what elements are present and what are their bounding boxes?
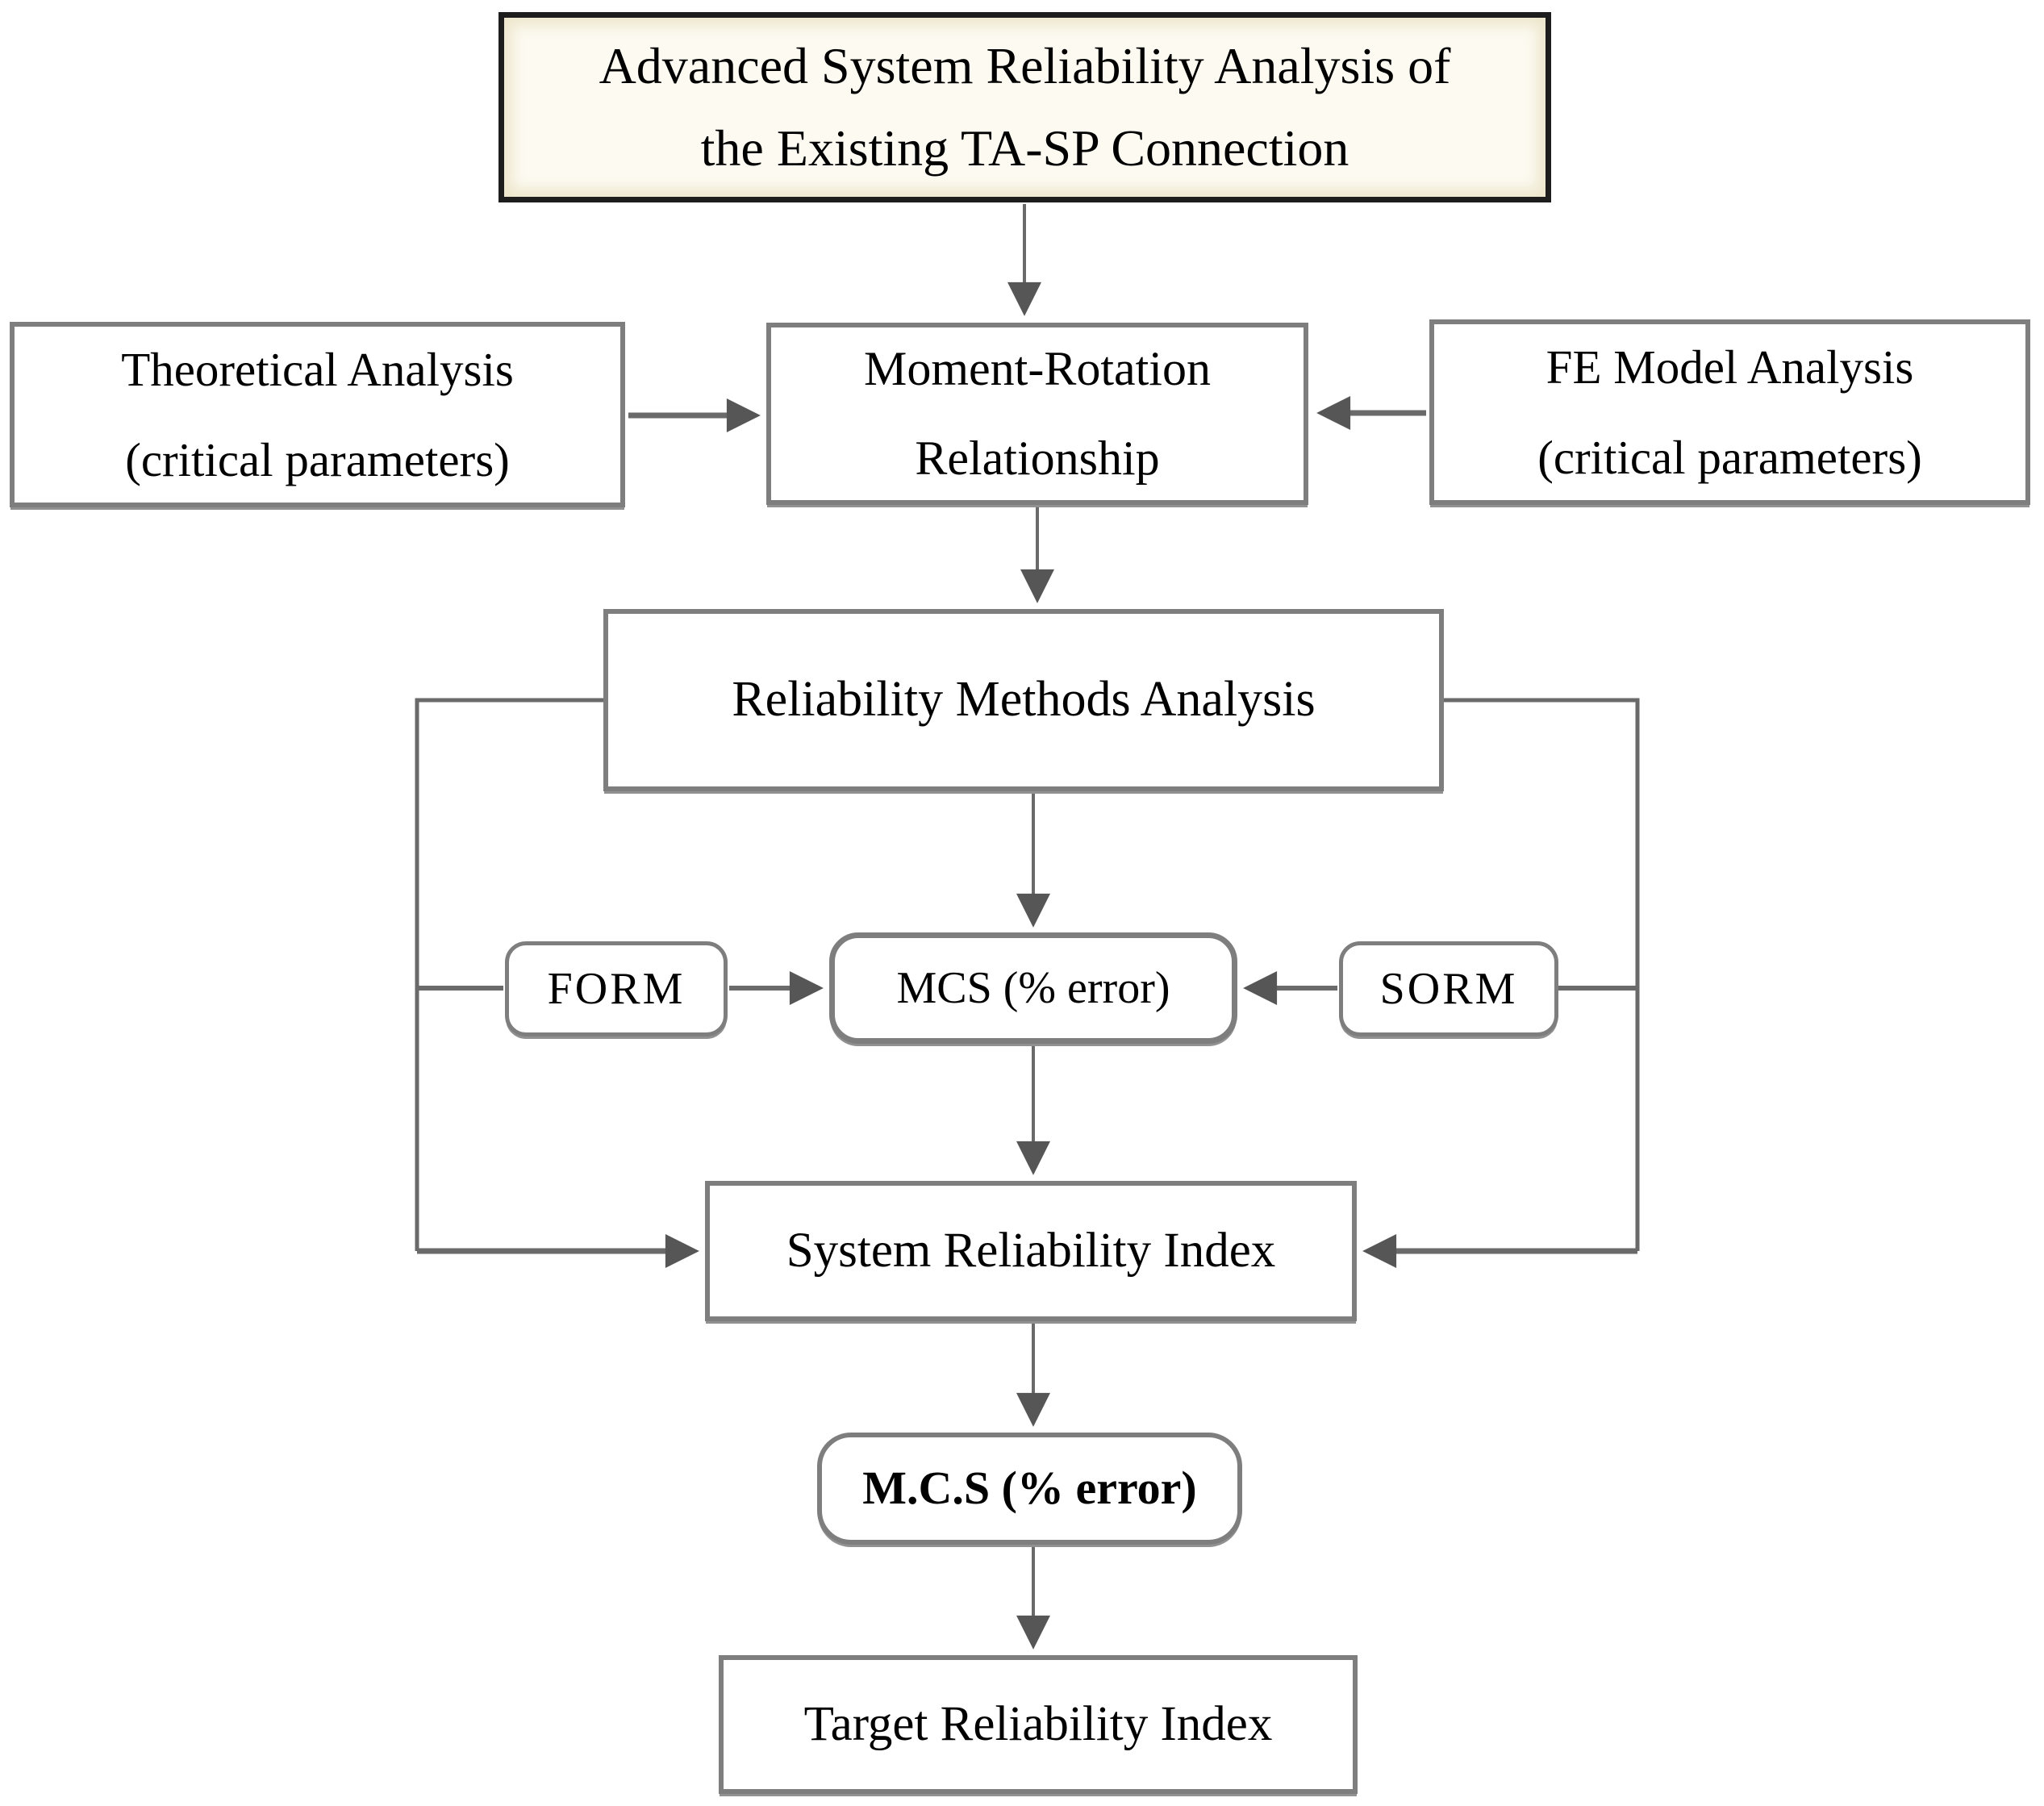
node-moment-rotation-line1: Moment-Rotation: [864, 342, 1211, 395]
node-theoretical-analysis-line2: (critical parameters): [125, 433, 510, 486]
node-target-reliability-index: Target Reliability Index: [719, 1655, 1358, 1794]
node-mcs-bold-percent-error: M.C.S (% error): [817, 1433, 1242, 1545]
node-system-reliability-index: System Reliability Index: [705, 1181, 1357, 1321]
node-moment-rotation: Moment-Rotation Relationship: [766, 323, 1308, 505]
node-fe-model-analysis: FE Model Analysis (critical parameters): [1429, 319, 2030, 505]
connector-left-branch: [415, 698, 605, 1251]
node-theoretical-analysis-line1: Theoretical Analysis: [121, 342, 514, 396]
node-reliability-methods-analysis-label: Reliability Methods Analysis: [732, 672, 1316, 728]
node-theoretical-analysis: Theoretical Analysis (critical parameter…: [10, 322, 625, 507]
node-sorm: SORM: [1339, 941, 1558, 1036]
node-form-label: FORM: [547, 964, 686, 1014]
node-title-line1: Advanced System Reliability Analysis of: [599, 36, 1451, 94]
connector-right-branch: [1442, 698, 1640, 1251]
node-fe-model-analysis-line2: (critical parameters): [1537, 431, 1922, 484]
node-target-reliability-index-label: Target Reliability Index: [803, 1696, 1273, 1751]
node-sorm-label: SORM: [1379, 964, 1518, 1014]
node-fe-model-analysis-line1: FE Model Analysis: [1546, 340, 1914, 394]
node-reliability-methods-analysis: Reliability Methods Analysis: [603, 609, 1444, 791]
node-form: FORM: [505, 941, 728, 1036]
node-system-reliability-index-label: System Reliability Index: [786, 1223, 1276, 1278]
node-mcs-percent-error-label: MCS (% error): [896, 963, 1170, 1013]
node-title: Advanced System Reliability Analysis of …: [498, 12, 1551, 202]
node-mcs-bold-percent-error-label: M.C.S (% error): [862, 1462, 1197, 1515]
node-moment-rotation-line2: Relationship: [915, 432, 1160, 485]
node-mcs-percent-error: MCS (% error): [829, 932, 1237, 1044]
node-title-line2: the Existing TA-SP Connection: [700, 119, 1349, 177]
